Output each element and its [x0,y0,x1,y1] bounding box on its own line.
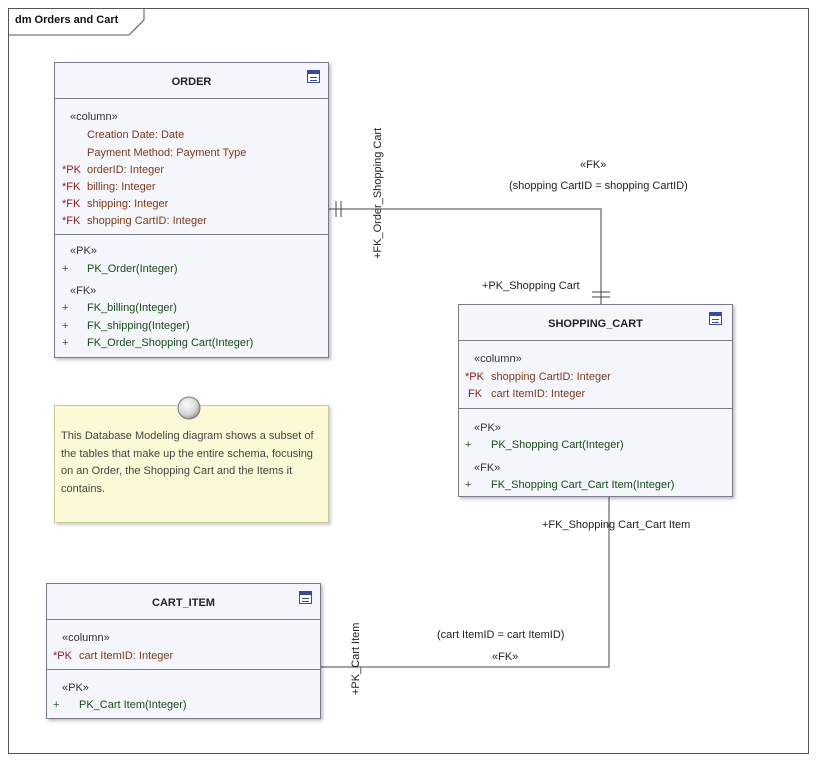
relationship-condition: (shopping CartID = shopping CartID) [509,180,688,192]
operation-row[interactable]: + PK_Cart Item(Integer) [47,697,320,713]
diagram-note[interactable]: This Database Modeling diagram shows a s… [54,405,329,523]
column-stereotype: «column» [70,111,118,123]
table-icon [307,70,320,83]
entity-shopping-cart-name: SHOPPING_CART [548,318,643,330]
column-key: *FK [62,198,81,210]
operation-row[interactable]: + PK_Shopping Cart(Integer) [459,437,732,453]
fk-stereotype: «FK» [70,285,97,297]
visibility-sign: + [62,302,69,314]
cart-item-connector [321,497,610,668]
note-pin-icon [177,396,201,420]
operation-text: PK_Order(Integer) [87,263,178,275]
visibility-sign: + [465,479,472,491]
column-text: orderID: Integer [87,164,165,176]
column-key: *PK [62,164,81,176]
entity-order-operations: «PK» + PK_Order(Integer) «FK» + FK_billi… [55,235,328,359]
column-text: shipping: Integer [87,198,169,210]
column-text: Payment Method: Payment Type [87,147,247,159]
column-text: shopping CartID: Integer [491,371,611,383]
column-row: *PK cart ItemID: Integer [47,648,320,664]
diagram-title: dm Orders and Cart [15,14,119,26]
operation-text: FK_billing(Integer) [87,302,177,314]
relationship-condition: (cart ItemID = cart ItemID) [437,629,565,641]
pk-stereotype: «PK» [62,682,89,694]
column-stereotype: «column» [474,353,522,365]
operation-text: PK_Cart Item(Integer) [79,699,187,711]
note-text: This Database Modeling diagram shows a s… [61,430,314,495]
relationship-target-role: +PK_Shopping Cart [482,280,580,292]
relationship-source-role: +FK_Order_Shopping Cart [372,127,384,259]
operation-row[interactable]: + FK_Order_Shopping Cart(Integer) [55,335,328,351]
column-text: cart ItemID: Integer [79,650,174,662]
column-row: *FK billing: Integer [55,179,328,195]
visibility-sign: + [53,699,60,711]
operation-row[interactable]: + FK_Shopping Cart_Cart Item(Integer) [459,477,732,493]
table-icon [299,591,312,604]
column-text: shopping CartID: Integer [87,215,207,227]
column-text: billing: Integer [87,181,156,193]
operation-text: FK_Shopping Cart_Cart Item(Integer) [491,479,675,491]
entity-order-columns: «column» Creation Date: Date Payment Met… [55,99,328,235]
relationship-source-role: +FK_Shopping Cart_Cart Item [542,519,691,531]
operation-row[interactable]: + PK_Order(Integer) [55,261,328,277]
pk-stereotype: «PK» [70,245,97,257]
column-text: cart ItemID: Integer [491,388,586,400]
column-text: Creation Date: Date [87,129,185,141]
column-row: *PK orderID: Integer [55,162,328,178]
entity-cart-item-operations: «PK» + PK_Cart Item(Integer) [47,670,320,720]
relationship-stereotype: «FK» [492,651,519,663]
entity-cart-item-columns: «column» *PK cart ItemID: Integer [47,620,320,670]
visibility-sign: + [62,263,69,275]
column-stereotype: «column» [62,632,110,644]
relationship-stereotype: «FK» [580,159,607,171]
column-key: *FK [62,215,81,227]
relationship-target-role: +PK_Cart Item [350,622,362,695]
operation-text: FK_shipping(Integer) [87,320,190,332]
column-row: *PK shopping CartID: Integer [459,369,732,385]
visibility-sign: + [62,320,69,332]
entity-cart-item-header: CART_ITEM [47,584,320,620]
entity-shopping-cart-header: SHOPPING_CART [459,305,732,341]
column-row: Payment Method: Payment Type [55,145,328,161]
order-cart-connector [329,208,602,304]
operation-text: PK_Shopping Cart(Integer) [491,439,624,451]
column-row: Creation Date: Date [55,127,328,143]
column-row: FK cart ItemID: Integer [459,386,732,402]
diagram-frame [8,8,809,754]
column-row: *FK shopping CartID: Integer [55,213,328,229]
column-key: *PK [465,371,484,383]
pk-stereotype: «PK» [474,422,501,434]
operation-text: FK_Order_Shopping Cart(Integer) [87,337,254,349]
entity-order[interactable]: ORDER «column» Creation Date: Date Payme… [54,62,329,358]
column-key: *FK [62,181,81,193]
table-icon [709,312,722,325]
visibility-sign: + [62,337,69,349]
fk-stereotype: «FK» [474,462,501,474]
entity-shopping-cart-operations: «PK» + PK_Shopping Cart(Integer) «FK» + … [459,409,732,497]
column-row: *FK shipping: Integer [55,196,328,212]
entity-cart-item[interactable]: CART_ITEM «column» *PK cart ItemID: Inte… [46,583,321,719]
entity-cart-item-name: CART_ITEM [152,597,215,609]
column-key: *PK [53,650,72,662]
entity-order-name: ORDER [171,76,212,88]
visibility-sign: + [465,439,472,451]
entity-order-header: ORDER [55,63,328,99]
diagram-frame-tab [8,8,145,36]
column-key: FK [468,388,483,400]
operation-row[interactable]: + FK_billing(Integer) [55,300,328,316]
entity-shopping-cart-columns: «column» *PK shopping CartID: Integer FK… [459,341,732,409]
operation-row[interactable]: + FK_shipping(Integer) [55,318,328,334]
entity-shopping-cart[interactable]: SHOPPING_CART «column» *PK shopping Cart… [458,304,733,497]
